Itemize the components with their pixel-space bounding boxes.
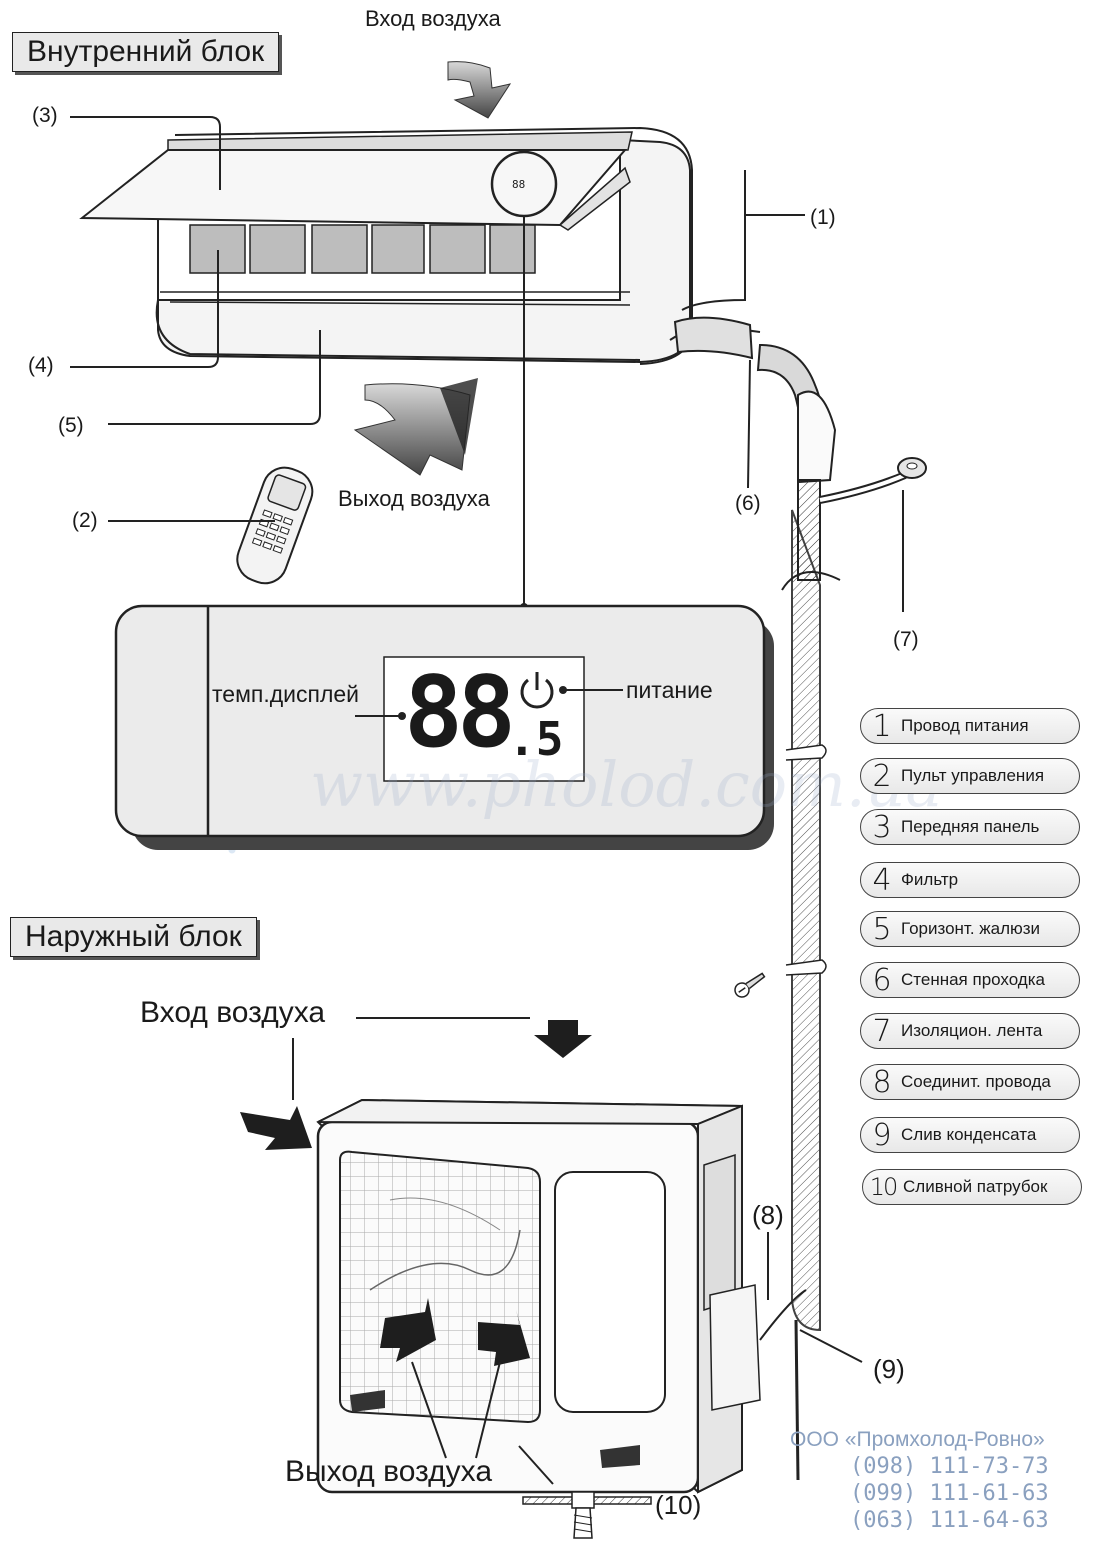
svg-text:88: 88 [512,178,525,191]
legend-item-7: 7 Изоляцион. лента [860,1013,1080,1049]
watermark-text: www.pholod.com.ua [310,748,943,821]
remote-control [236,466,314,585]
outdoor-air-outlet-arrow-icon [380,1298,530,1366]
legend-item-5: 5 Горизонт. жалюзи [860,911,1080,947]
screw-icon [734,972,766,998]
legend-label: Горизонт. жалюзи [901,919,1041,938]
indoor-air-intake-label: Вход воздуха [365,6,501,31]
legend-item-2: 2 Пульт управления [860,758,1080,794]
legend-number: 8 [872,1064,891,1100]
legend-item-8: 8 Соединит. провода [860,1064,1080,1100]
callout-3: (3) [32,104,58,127]
legend-label: Соединит. провода [901,1072,1051,1091]
indoor-air-outlet-arrow-icon [353,378,478,476]
legend-number: 3 [872,809,891,845]
company-phone: (063) 111-64-63 [850,1508,1049,1533]
indoor-unit: 88 [79,126,693,365]
display-panel [114,604,774,850]
company-phone: (099) 111-61-63 [850,1481,1049,1506]
outdoor-air-intake-arrow-icon [240,1020,592,1150]
legend-item-3: 3 Передняя панель [860,809,1080,845]
legend-item-1: 1 Провод питания [860,708,1080,744]
insulation-tape-roll [819,457,927,504]
legend-number: 10 [869,1173,899,1201]
company-phone: (098) 111-73-73 [850,1454,1049,1479]
legend-number: 9 [872,1117,891,1153]
legend-label: Провод питания [901,716,1029,735]
legend-item-6: 6 Стенная проходка [860,962,1080,998]
legend-label: Стенная проходка [901,970,1045,989]
callout-9: (9) [873,1354,905,1384]
legend-label: Фильтр [901,870,959,889]
legend-number: 2 [872,758,891,794]
power-label: питание [626,677,713,703]
outdoor-air-outlet-label: Выход воздуха [285,1455,492,1488]
legend-number: 5 [872,911,891,947]
display-digits: 88 [404,656,516,770]
outdoor-leader-lines [292,1017,863,1485]
outdoor-air-intake-label: Вход воздуха [140,996,326,1029]
legend-item-9: 9 Слив конденсата [860,1117,1080,1153]
power-icon [520,672,554,709]
callout-1: (1) [810,206,836,229]
callout-6: (6) [735,492,761,515]
indoor-air-intake-arrow-icon [447,61,512,119]
legend-label: Слив конденсата [901,1125,1037,1144]
company-name: ООО «Промхолод-Ровно» [790,1428,1045,1451]
callout-7: (7) [893,628,919,651]
callout-8: (8) [752,1200,784,1230]
drain-fitting [522,1491,652,1539]
callout-10: (10) [655,1490,702,1520]
temp-display-label: темп.дисплей [212,681,360,707]
legend-number: 1 [872,708,891,744]
callout-2: (2) [72,509,98,532]
legend-item-4: 4 Фильтр [860,862,1080,898]
legend-label: Передняя панель [901,817,1040,836]
legend-number: 4 [872,862,891,898]
callout-4: (4) [28,354,54,377]
callout-5: (5) [58,414,84,437]
indoor-air-outlet-label: Выход воздуха [338,486,490,511]
display-decimal: .5 [508,712,564,766]
legend-label: Пульт управления [901,766,1045,785]
outdoor-unit-title: Наружный блок [10,917,257,957]
legend-label: Изоляцион. лента [901,1021,1043,1040]
legend-number: 7 [872,1013,891,1049]
legend-number: 6 [872,962,891,998]
outdoor-unit [316,1098,761,1494]
legend-label: Сливной патрубок [903,1177,1048,1196]
refrigerant-pipe [669,316,841,1481]
indoor-unit-title: Внутренний блок [12,32,280,72]
